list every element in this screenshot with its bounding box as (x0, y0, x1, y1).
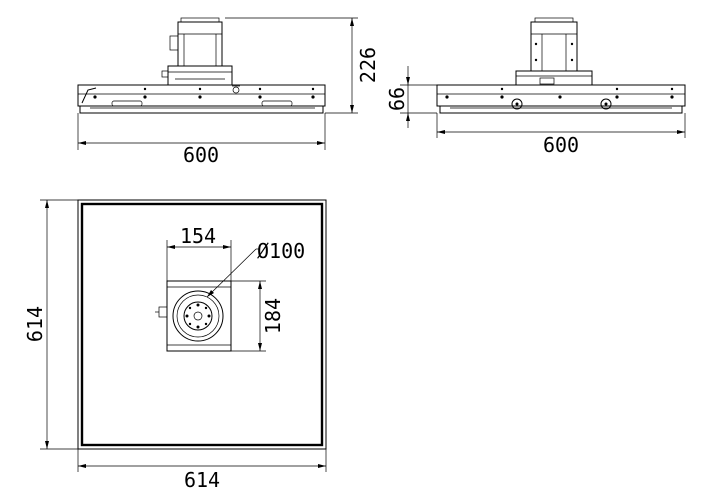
front-view: 600 226 (77, 17, 380, 167)
module-height-dimension: 184 (261, 298, 285, 334)
side-base-plate (436, 84, 686, 107)
side-width-dimension: 600 (543, 133, 579, 157)
top-outer-frame (77, 199, 327, 450)
hole-diameter-dimension: Ø100 (257, 239, 305, 263)
top-height-dimension: 614 (23, 306, 47, 342)
top-width-dimension: 614 (184, 468, 220, 492)
front-motor-body (177, 21, 223, 67)
side-view: 600 66 (385, 17, 686, 157)
front-base-plate (77, 84, 326, 107)
top-view: 154 Ø100 184 614 614 (23, 199, 327, 492)
top-rotary-disk (172, 290, 224, 342)
module-width-dimension: 154 (180, 224, 216, 248)
front-width-dimension: 600 (183, 143, 219, 167)
front-height-dimension: 226 (356, 47, 380, 83)
side-motor-body (530, 21, 578, 72)
side-height-dimension: 66 (385, 87, 409, 111)
